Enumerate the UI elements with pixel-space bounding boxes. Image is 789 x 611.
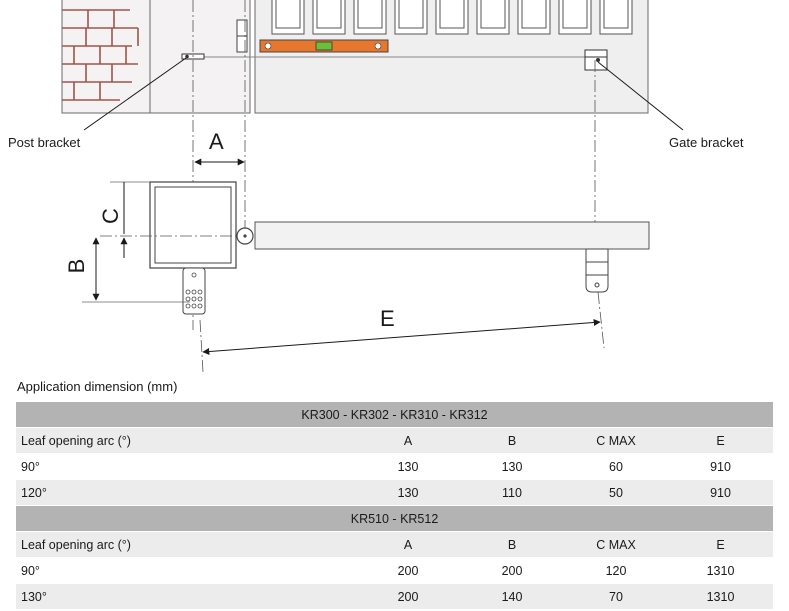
column-header: A bbox=[356, 427, 460, 454]
table-cell: 200 bbox=[460, 557, 564, 584]
table-cell: 60 bbox=[564, 453, 668, 480]
dim-c-label: C bbox=[98, 208, 123, 224]
column-header: E bbox=[668, 427, 774, 454]
column-header-row: Leaf opening arc (°) A B C MAX E bbox=[16, 531, 774, 558]
table-cell: 200 bbox=[356, 583, 460, 609]
dim-e-label: E bbox=[380, 306, 395, 331]
gate-side-view bbox=[254, 221, 650, 250]
table-cell: 90° bbox=[16, 557, 356, 584]
dim-b-label: B bbox=[64, 259, 89, 274]
brick-pattern bbox=[62, 9, 139, 101]
table-cell: 110 bbox=[460, 479, 564, 506]
column-header: Leaf opening arc (°) bbox=[16, 427, 356, 454]
table-cell: 120 bbox=[564, 557, 668, 584]
post-bracket-label: Post bracket bbox=[8, 135, 81, 150]
table-cell: 910 bbox=[668, 453, 774, 480]
table-cell: 910 bbox=[668, 479, 774, 506]
table-cell: 200 bbox=[356, 557, 460, 584]
table-row: 130° 200 140 70 1310 bbox=[16, 583, 774, 609]
model-group-name: KR300 - KR302 - KR310 - KR312 bbox=[16, 402, 774, 428]
table-cell: 70 bbox=[564, 583, 668, 609]
column-header: C MAX bbox=[564, 531, 668, 558]
table-cell: 50 bbox=[564, 479, 668, 506]
column-header: A bbox=[356, 531, 460, 558]
table-row: 120° 130 110 50 910 bbox=[16, 479, 774, 506]
spirit-level-icon bbox=[259, 39, 389, 53]
model-group-header: KR510 - KR512 bbox=[16, 505, 774, 532]
table-cell: 130 bbox=[356, 453, 460, 480]
dimension-table: KR300 - KR302 - KR310 - KR312 Leaf openi… bbox=[16, 402, 774, 609]
column-header: E bbox=[668, 531, 774, 558]
table-cell: 130 bbox=[460, 453, 564, 480]
pivot-icon bbox=[236, 227, 254, 245]
post-side-view bbox=[100, 181, 245, 269]
table-cell: 140 bbox=[460, 583, 564, 609]
table-cell: 130° bbox=[16, 583, 356, 609]
installation-diagram: Post bracket Gate bracket A bbox=[8, 0, 744, 373]
column-header: C MAX bbox=[564, 427, 668, 454]
dim-a-label: A bbox=[209, 129, 224, 154]
column-header: B bbox=[460, 531, 564, 558]
gate-bracket-side bbox=[585, 248, 609, 293]
column-header: Leaf opening arc (°) bbox=[16, 531, 356, 558]
table-title: Application dimension (mm) bbox=[17, 379, 178, 394]
post-bracket-side bbox=[182, 267, 206, 315]
table-cell: 1310 bbox=[668, 583, 774, 609]
column-header: B bbox=[460, 427, 564, 454]
table-row: 90° 130 130 60 910 bbox=[16, 453, 774, 480]
column-header-row: Leaf opening arc (°) A B C MAX E bbox=[16, 427, 774, 454]
table-cell: 130 bbox=[356, 479, 460, 506]
table-cell: 120° bbox=[16, 479, 356, 506]
gate-bracket-label: Gate bracket bbox=[669, 135, 744, 150]
table-cell: 90° bbox=[16, 453, 356, 480]
hinge-icon bbox=[236, 19, 248, 53]
model-group-header: KR300 - KR302 - KR310 - KR312 bbox=[16, 402, 774, 428]
model-group-name: KR510 - KR512 bbox=[16, 505, 774, 532]
table-row: 90° 200 200 120 1310 bbox=[16, 557, 774, 584]
table-cell: 1310 bbox=[668, 557, 774, 584]
